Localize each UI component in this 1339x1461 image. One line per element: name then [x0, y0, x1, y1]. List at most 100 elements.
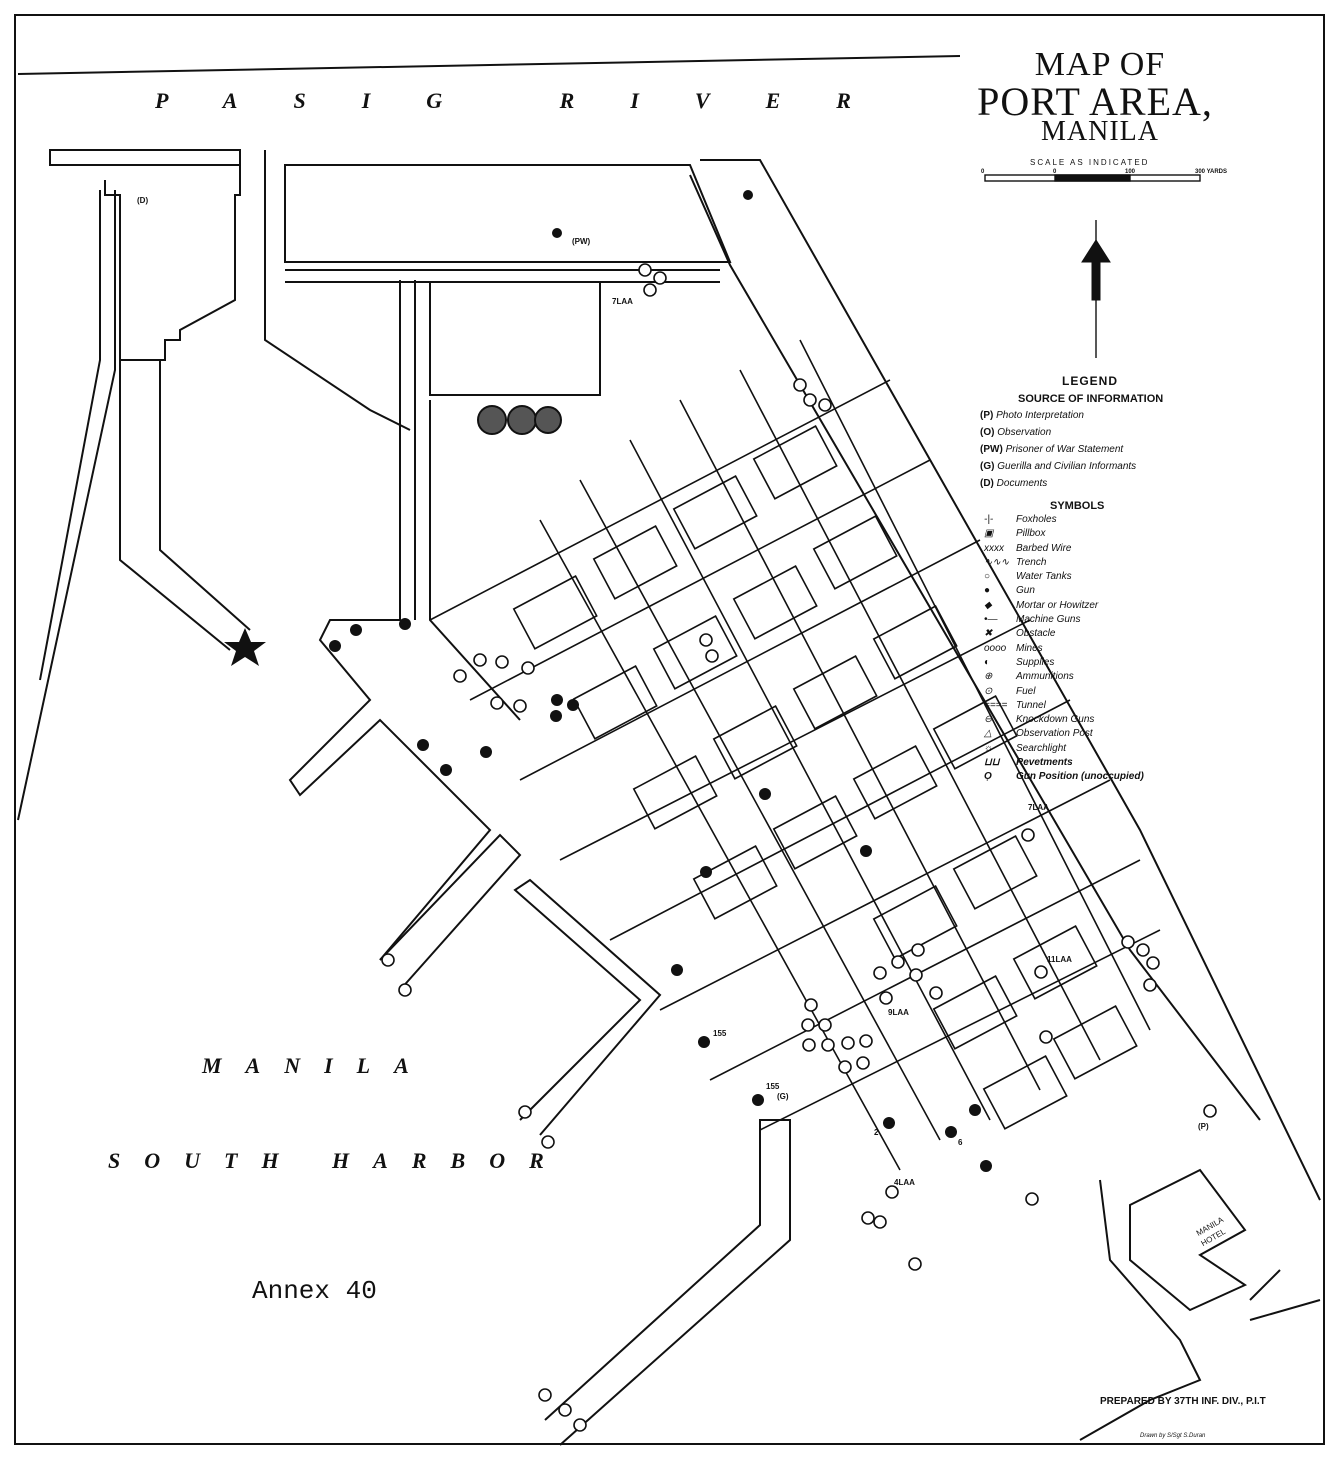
position-label: 2: [874, 1128, 879, 1137]
barbed-wire-icon: xxxx: [984, 542, 1004, 554]
legend-symbol-item: ◐ Supplies: [984, 657, 1204, 671]
legend-source-item: (G) Guerilla and Civilian Informants: [980, 461, 1210, 478]
legend-heading: LEGEND: [1062, 374, 1119, 388]
prepared-by: PREPARED BY 37TH INF. DIV., P.I.T: [1100, 1396, 1266, 1407]
observation-post-icon: △: [984, 728, 992, 740]
ammunition-icon: ⊕: [984, 671, 993, 683]
scale-label: SCALE AS INDICATED: [1030, 158, 1150, 167]
south-shore: [1079, 1179, 1321, 1441]
machine-gun-icon: •—: [984, 614, 998, 626]
mines-icon: oooo: [984, 642, 1007, 654]
position-label: 155: [766, 1082, 780, 1091]
legend-symbol-label: Trench: [1016, 556, 1047, 568]
east-boundary: [700, 159, 1321, 1201]
legend-symbol-label: Mortar or Howitzer: [1016, 599, 1099, 611]
legend-source-label: Photo Interpretation: [996, 410, 1084, 421]
legend-symbol-label: Mines: [1016, 642, 1043, 654]
legend-symbol-label: Foxholes: [1016, 514, 1057, 525]
oil-tanks: [477, 405, 562, 435]
foxhole-icon: -|-: [984, 514, 994, 525]
city-blocks: [512, 425, 1138, 1130]
scale-tick-2: 100: [1125, 169, 1136, 175]
map-title-line2: PORT AREA,: [977, 79, 1213, 124]
inner-east-boundary: [689, 174, 1261, 1121]
legend-symbol-item: ○ Water Tanks: [984, 571, 1204, 585]
water-tank-icon: ○: [984, 571, 991, 583]
legend-source-heading: SOURCE OF INFORMATION: [1018, 393, 1164, 405]
mortar-icon: ◆: [984, 599, 992, 611]
legend-source-code: (PW): [980, 444, 1003, 455]
legend-symbol-item: -|- Foxholes: [984, 514, 1204, 528]
legend-symbol-item: ⊙ Fuel: [984, 686, 1204, 700]
pillbox-icon: ▣: [984, 528, 994, 540]
legend-symbol-label: Supplies: [1016, 656, 1055, 668]
left-canal: [39, 190, 101, 681]
legend-symbol-label: Pillbox: [1016, 528, 1046, 540]
knockdown-gun-icon: ⊖: [984, 714, 993, 726]
map-title-line1: MAP OF: [1034, 46, 1166, 83]
legend-symbol-item: ⊕Ammunitions: [984, 671, 1204, 685]
position-label: (D): [137, 196, 149, 205]
position-label: (PW): [572, 237, 591, 246]
position-label: 11LAA: [1047, 955, 1072, 964]
river-bank: [17, 55, 961, 75]
legend-source-item: (P) Photo Interpretation: [980, 410, 1210, 427]
pier-3: [544, 1119, 791, 1446]
legend-symbols-heading: SYMBOLS: [1050, 500, 1105, 512]
supplies-icon: ◐: [984, 656, 991, 668]
legend-source-code: (D): [980, 478, 994, 489]
legend-symbol-label: Machine Guns: [1016, 614, 1081, 626]
engineer-island-outline: [104, 164, 241, 361]
gun-positions: [381, 263, 1217, 1432]
legend-symbol-label: Tunnel: [1016, 699, 1046, 711]
gun-position-icon: Ọ: [984, 771, 992, 783]
legend-symbol-label: Gun: [1016, 585, 1035, 597]
legend-source-code: (O): [980, 427, 995, 438]
harbor-label-line2: SOUTH HARBOR: [108, 1148, 568, 1173]
legend-symbol-label: Fuel: [1016, 685, 1036, 697]
obstacle-icon: ✖: [984, 628, 993, 640]
scale-tick-1: 0: [1053, 169, 1057, 175]
position-label: 6: [958, 1138, 963, 1147]
fuel-icon: ⊙: [984, 685, 993, 697]
legend-symbol-label: Searchlight: [1016, 742, 1067, 754]
gun-icon: ●: [984, 585, 991, 597]
legend-sources: (P) Photo Interpretation (O) Observation…: [980, 410, 1210, 495]
legend-symbol-item: ◆ Mortar or Howitzer: [984, 600, 1204, 614]
harbor-label-line1: MANILA: [202, 1053, 433, 1078]
drawn-by: Drawn by S/Sgt S.Duran: [1140, 1433, 1206, 1439]
legend-symbol-label: Observation Post: [1016, 728, 1093, 740]
trench-icon: ∿∿∿: [984, 556, 1010, 568]
legend-symbol-item: oooo Mines: [984, 643, 1204, 657]
legend-source-label: Observation: [997, 427, 1052, 438]
legend-symbols: -|- Foxholes ▣ Pillbox xxxx Barbed Wire ∿∿∿…: [984, 514, 1204, 786]
legend-symbol-item: xxxx Barbed Wire: [984, 543, 1204, 557]
star-marker: [224, 628, 266, 666]
long-jetty: [119, 360, 251, 651]
position-label: 155: [713, 1029, 727, 1038]
map-title-line3: MANILA: [1041, 116, 1159, 147]
legend-source-label: Prisoner of War Statement: [1005, 444, 1124, 455]
position-label: (G): [777, 1092, 789, 1101]
legend-source-item: (D) Documents: [980, 478, 1210, 495]
scale-tick-3: 300 YARDS: [1195, 169, 1228, 175]
pier-2: [513, 878, 662, 1136]
legend-symbol-item: ▣ Pillbox: [984, 528, 1204, 542]
tunnel-icon: ====: [984, 699, 1008, 711]
position-label: 7LAA: [612, 297, 633, 306]
legend-symbol-item: ✖Obstacle: [984, 628, 1204, 642]
street-grid: [429, 339, 1161, 1171]
legend-symbol-label: Water Tanks: [1016, 571, 1072, 583]
revetment-icon: ⊔⊔: [984, 757, 1000, 769]
searchlight-icon: ☼: [984, 742, 994, 754]
legend-symbol-label: Barbed Wire: [1016, 542, 1072, 554]
position-label: 4LAA: [894, 1178, 915, 1187]
legend-symbol-item: ● Gun: [984, 585, 1204, 599]
pier-1: [379, 833, 522, 991]
manila-hotel-outline: [1129, 1168, 1248, 1312]
legend-symbol-item: △ Observation Post: [984, 728, 1204, 742]
north-waterfront: [264, 150, 732, 431]
legend-symbol-label: Knockdown Guns: [1016, 714, 1095, 726]
legend-symbol-item: ==== Tunnel: [984, 700, 1204, 714]
